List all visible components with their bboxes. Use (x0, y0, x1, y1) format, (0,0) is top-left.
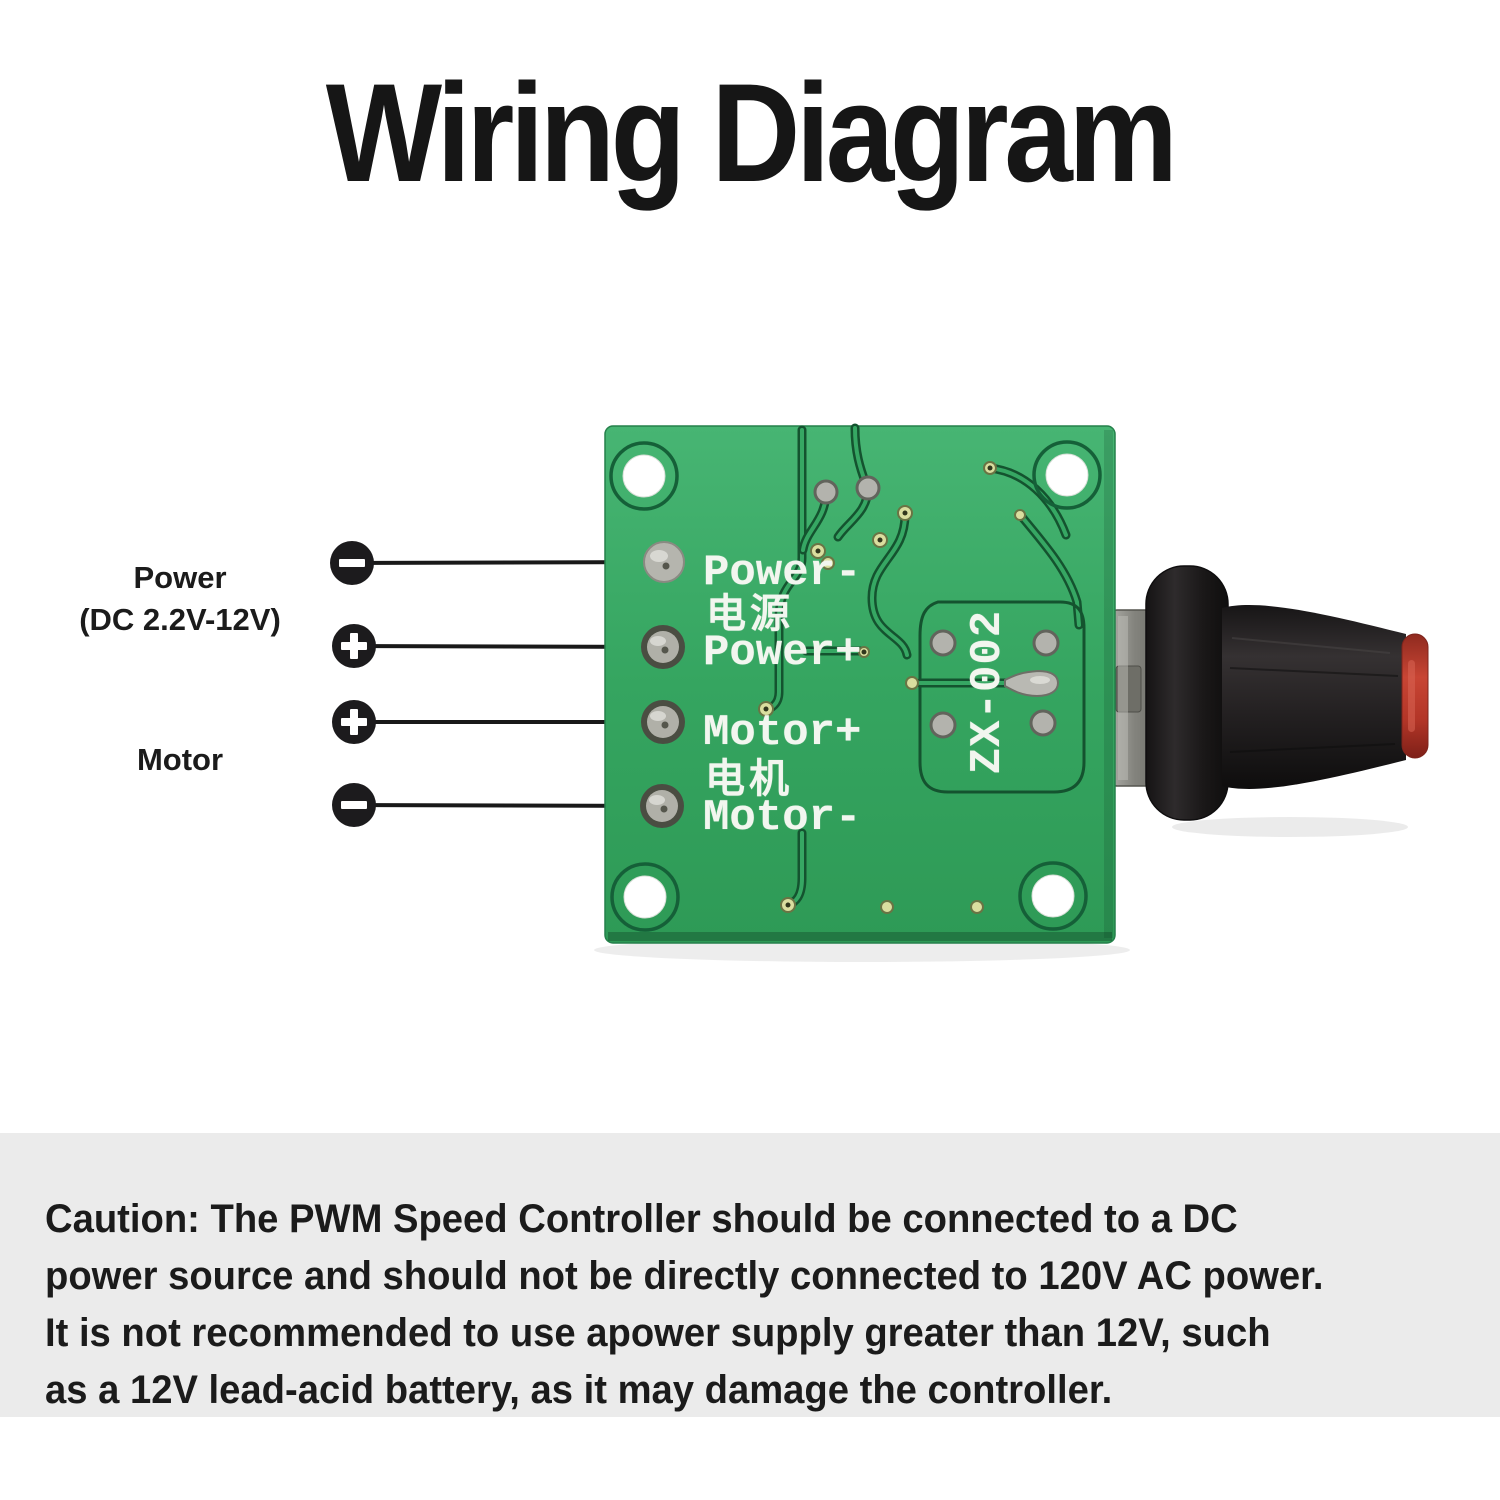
silkscreen-motor-positive: Motor+ (703, 708, 862, 758)
caution-line: power source and should not be directly … (45, 1254, 1324, 1298)
pad-power-positive (641, 625, 685, 669)
silkscreen-motor-chinese: 电机 (705, 757, 793, 801)
caution-panel: Caution: The PWM Speed Controller should… (0, 1133, 1500, 1417)
mounting-hole (610, 862, 680, 932)
minus-icon (341, 801, 367, 809)
knob-shadow (1172, 817, 1408, 837)
plus-icon (350, 633, 358, 659)
power-label: Power (DC 2.2V-12V) (25, 557, 335, 641)
silkscreen-motor-negative: Motor- (703, 793, 862, 843)
page-title: Wiring Diagram (0, 52, 1500, 214)
plus-icon (350, 709, 358, 735)
power-label-name: Power (133, 560, 227, 595)
mounting-hole (1018, 861, 1088, 931)
motor-positive-terminal: + (332, 700, 376, 744)
pad-motor-negative (640, 784, 684, 828)
minus-icon (339, 559, 365, 567)
motor-label-name: Motor (136, 742, 224, 777)
via-dots (763, 465, 993, 908)
silkscreen-power-chinese: 电源 (706, 592, 794, 636)
motor-negative-terminal: − (332, 783, 376, 827)
power-positive-terminal: + (332, 624, 376, 668)
silkscreen-power-negative: Power- (703, 548, 862, 598)
motor-label: Motor (25, 739, 335, 781)
knob-flange (1145, 565, 1229, 821)
mounting-hole (609, 441, 679, 511)
silkscreen-model-number: ZX-002 (963, 609, 1013, 775)
silkscreen-power-positive: Power+ (703, 628, 862, 678)
board-shadow (594, 938, 1130, 962)
caution-line: It is not recommended to use apower supp… (45, 1311, 1271, 1355)
potentiometer-knob (1145, 565, 1429, 821)
caution-line: Caution: The PWM Speed Controller should… (45, 1197, 1238, 1241)
pad-power-negative (643, 541, 685, 583)
pcb-board (604, 423, 1116, 944)
solder-pads-small (813, 475, 1060, 739)
knob-body (1222, 605, 1406, 789)
power-label-range: (DC 2.2V-12V) (79, 602, 281, 637)
solder-blob (1004, 669, 1060, 698)
page-title-text: Wiring Diagram (326, 54, 1178, 211)
caution-line: as a 12V lead-acid battery, as it may da… (45, 1368, 1113, 1412)
power-negative-terminal: − (330, 541, 374, 585)
pad-motor-positive (641, 700, 685, 744)
pcb-traces (761, 423, 1086, 910)
mounting-hole (1032, 440, 1102, 510)
